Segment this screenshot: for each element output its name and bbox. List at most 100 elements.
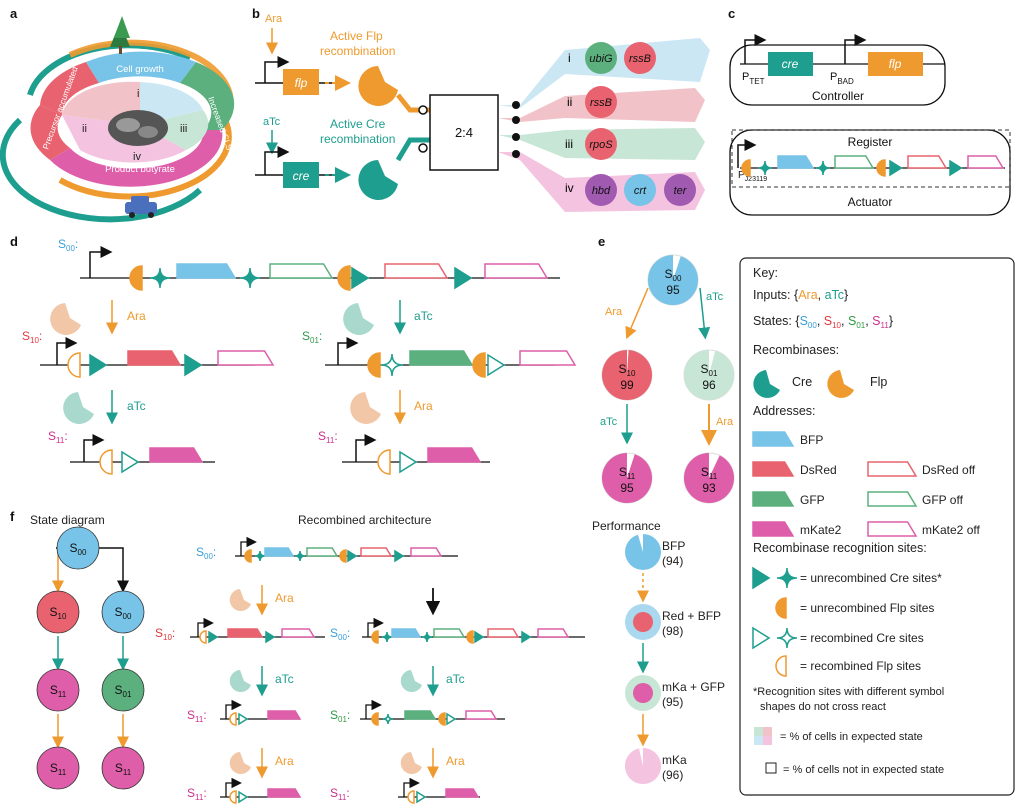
- performance-label: mKa + GFP: [662, 680, 725, 694]
- flp-site: [775, 597, 787, 619]
- cre-site-triangle: [446, 712, 457, 726]
- f-state-node: [101, 668, 145, 712]
- cre-site-star: [254, 550, 266, 562]
- recombinase-icon: [229, 589, 251, 611]
- f-arch-state: S10:: [155, 626, 175, 642]
- key-address-off-swatch: [867, 521, 918, 537]
- f-state-node: [36, 746, 80, 790]
- cre-site-triangle: [238, 790, 249, 804]
- cre-site-triangle: [752, 566, 771, 590]
- f-state-node: [36, 668, 80, 712]
- e-node-value: 95: [620, 481, 634, 495]
- key-address-swatch: [752, 431, 795, 447]
- cre-site-triangle: [889, 159, 903, 177]
- e-edge-ara-1: Ara: [605, 306, 623, 318]
- flp-site: [129, 265, 143, 291]
- p-tet-label: PTET: [742, 71, 765, 86]
- cre-site-star: [421, 631, 433, 643]
- d-state-s01: S01:: [302, 329, 322, 345]
- f-inducer: aTc: [446, 672, 465, 686]
- bfp-gene: [391, 628, 422, 638]
- dsred-gene: [127, 350, 182, 366]
- actuator-label: Actuator: [848, 195, 893, 209]
- bfp-gene: [176, 263, 237, 279]
- flp-site: [67, 352, 81, 378]
- dsred-off-gene: [360, 547, 393, 557]
- f-inducer: aTc: [275, 672, 294, 686]
- f-arch-state: S00:: [330, 626, 350, 642]
- f-arch-state: S11:: [330, 786, 350, 802]
- b-ara-label: Ara: [265, 13, 283, 25]
- svg-text:crt: crt: [634, 185, 647, 197]
- panel-label-c: c: [728, 6, 735, 21]
- svg-text:hbd: hbd: [592, 185, 611, 197]
- flp-site: [407, 790, 415, 804]
- flp-site: [371, 630, 379, 644]
- key-recombinases-title: Recombinases:: [753, 343, 839, 357]
- cre-site-triangle: [416, 790, 427, 804]
- mkate2-off-gene: [281, 628, 316, 638]
- flp-site: [377, 449, 391, 475]
- e-node-fill: [601, 453, 652, 503]
- f-arch-state: S11:: [187, 708, 207, 724]
- ring-bottom-label: Product butyrate: [105, 164, 175, 175]
- flp-gene-label: flp: [295, 76, 308, 90]
- mkate2-off-gene: [217, 350, 275, 366]
- gfp-gene: [409, 350, 474, 366]
- d-architecture-s01: [367, 350, 577, 378]
- mkate2-off-gene: [484, 263, 549, 279]
- dsred-gene: [227, 628, 264, 638]
- gene-crt: [624, 174, 656, 206]
- key-flp-icon: [827, 370, 854, 398]
- mkate2-off-gene: [537, 628, 570, 638]
- key-title: Key:: [753, 266, 778, 280]
- cre-site-triangle: [454, 266, 473, 290]
- cre-site-triangle: [399, 450, 418, 474]
- key-not-expected-label: = % of cells not in expected state: [783, 764, 944, 776]
- d-architecture-s11-right: [377, 447, 482, 475]
- cre-site-star: [239, 267, 261, 289]
- flp-site: [438, 712, 446, 726]
- cre-site-star: [776, 627, 798, 649]
- flp-site: [466, 630, 474, 644]
- cre-gene-label: cre: [293, 169, 310, 183]
- cre-site-star: [815, 160, 831, 176]
- key-expected-icon: [754, 727, 772, 745]
- gfp-off-gene: [306, 547, 339, 557]
- key-not-expected-icon: [765, 762, 777, 774]
- f-inducer: Ara: [275, 754, 294, 768]
- decoder-box: [429, 94, 499, 171]
- performance-missing: [638, 533, 643, 552]
- decoder-label: 2:4: [455, 125, 473, 140]
- recombinase-icon: [229, 670, 251, 692]
- mkate2-off-gene: [519, 350, 577, 366]
- cre-gene-box: [283, 162, 319, 188]
- f-inducer: Ara: [275, 591, 294, 605]
- f-arch-state: S01:: [330, 708, 350, 724]
- e-node-value: 99: [620, 378, 634, 392]
- svg-text:rpoS: rpoS: [589, 139, 613, 151]
- cre-site-triangle: [347, 549, 358, 563]
- key-site-label: = recombined Flp sites: [800, 659, 921, 673]
- panel-label-a: a: [10, 6, 18, 21]
- quadrant-iv: iv: [133, 151, 141, 163]
- e-node-fill: [602, 350, 653, 400]
- key-site-label: = unrecombined Flp sites: [800, 601, 934, 615]
- d-inducer-atc-2: aTc: [127, 399, 146, 413]
- mkate2-gene: [267, 788, 302, 798]
- d-inducer-ara-1: Ara: [127, 309, 146, 323]
- gfp-off-gene: [269, 263, 334, 279]
- flp-site: [367, 352, 381, 378]
- panel-label-e: e: [598, 234, 605, 249]
- key-address-off-swatch: [867, 491, 918, 507]
- key-flp-label: Flp: [870, 375, 887, 389]
- panel-f: State diagram Recombined architecture Pe…: [30, 513, 725, 804]
- cre-site-star: [294, 550, 306, 562]
- flp-site: [741, 159, 751, 177]
- performance-value: (94): [662, 554, 683, 568]
- bfp-gene: [264, 547, 295, 557]
